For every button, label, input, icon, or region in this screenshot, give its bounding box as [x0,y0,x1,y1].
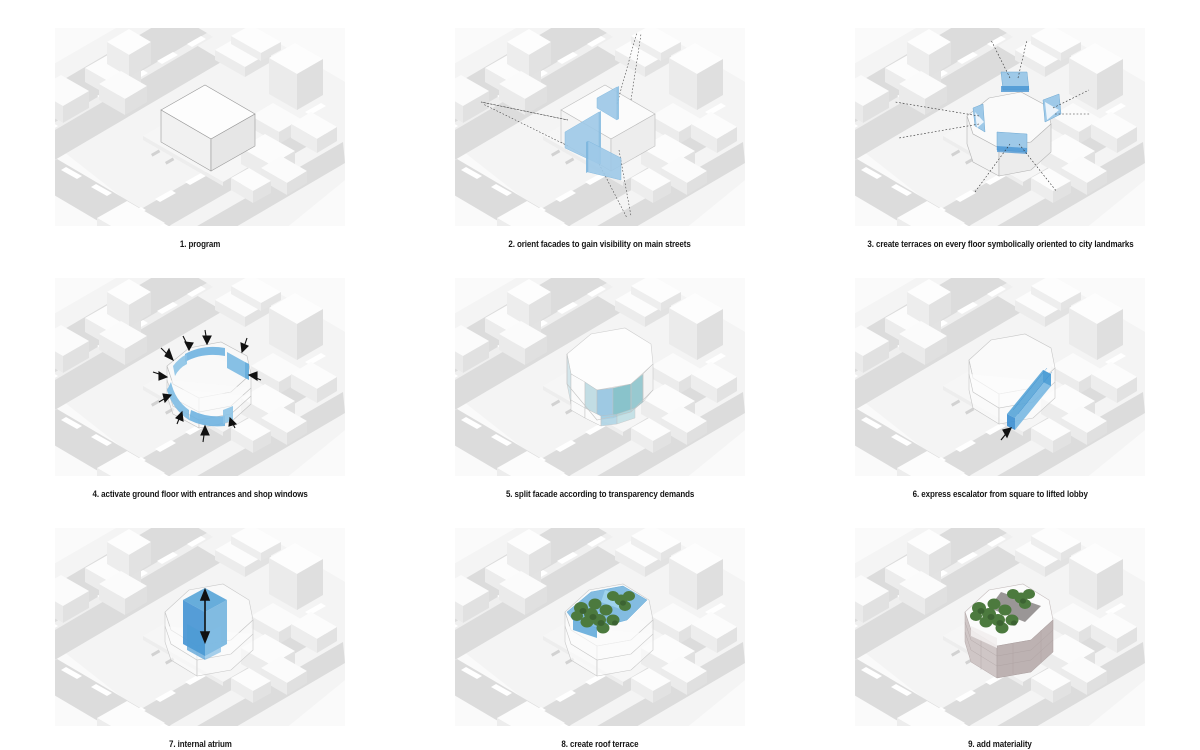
panel-caption: 4. activate ground floor with entrances … [92,489,308,500]
escalator-arrow [1000,427,1013,441]
panel-add-materiality[interactable] [855,528,1145,726]
panel-create-terraces[interactable] [855,28,1145,226]
panel-caption: 5. split facade according to transparenc… [505,489,695,500]
roof-trees [970,589,1035,634]
blue-atrium-volume [183,588,227,660]
roof-trees [571,591,635,634]
panel-create-roof-terrace[interactable] [455,528,745,726]
atrium-height-arrow [199,587,211,645]
massing-box [160,84,256,172]
diagram-cell-8: 8. create roof terrace [400,500,800,750]
panel-orient-facades[interactable] [455,28,745,226]
panel-internal-atrium[interactable] [55,528,345,726]
diagram-cell-4: 4. activate ground floor with entrances … [0,250,400,500]
panel-caption: 7. internal atrium [168,739,232,750]
panel-caption: 6. express escalator from square to lift… [912,489,1088,500]
diagram-cell-2: 2. orient facades to gain visibility on … [400,0,800,250]
blue-escalator-volume [1007,367,1053,430]
massing-clad [964,583,1054,679]
panel-activate-ground-floor[interactable] [55,278,345,476]
blue-facade-planes [564,86,622,181]
diagram-cell-9: 9. add materiality [800,500,1200,750]
diagram-cell-7: 7. internal atrium [0,500,400,750]
diagram-cell-6: 6. express escalator from square to lift… [800,250,1200,500]
panel-caption: 9. add materiality [968,739,1032,750]
diagram-cell-5: 5. split facade according to transparenc… [400,250,800,500]
panel-program[interactable] [55,28,345,226]
panel-express-escalator[interactable] [855,278,1145,476]
panel-caption: 2. orient facades to gain visibility on … [508,239,692,250]
diagram-cell-3: 3. create terraces on every floor symbol… [800,0,1200,250]
panel-caption: 1. program [179,239,221,250]
landmark-rays [894,39,1091,193]
diagram-cell-1: 1. program [0,0,400,250]
massing-edges [566,354,654,421]
blue-terrace-notches [972,71,1062,154]
entrance-arrows [152,329,262,443]
panel-caption: 8. create roof terrace [561,739,639,750]
panel-caption: 3. create terraces on every floor symbol… [866,239,1134,250]
blue-ground-floor-bands [167,346,249,427]
panel-split-facade[interactable] [455,278,745,476]
